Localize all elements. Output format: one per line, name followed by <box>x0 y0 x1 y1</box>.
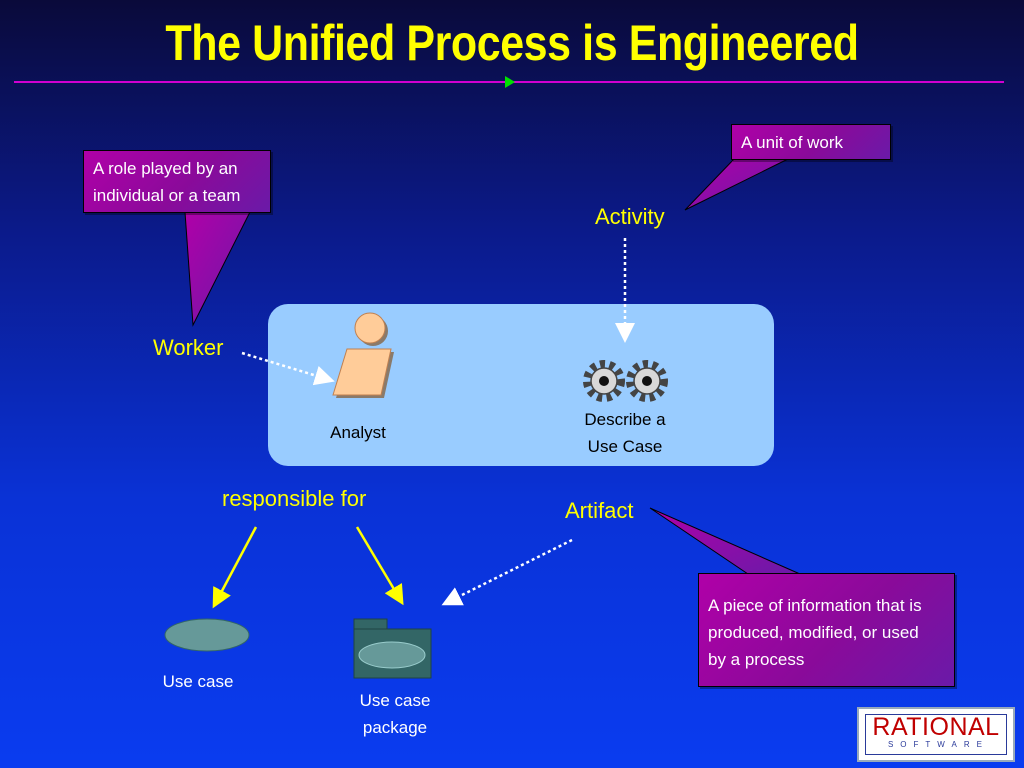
use-case-icon <box>164 618 250 652</box>
use-case-package-icon <box>353 618 432 679</box>
use-case-package-label: Use case package <box>335 687 455 741</box>
artifact-to-package-arrow <box>441 538 573 606</box>
artifact-definition-callout: A piece of information that is produced,… <box>698 573 955 687</box>
responsible-to-package-arrow <box>355 526 404 606</box>
responsible-to-usecase-arrow <box>212 526 258 609</box>
unit-callout-pointer <box>684 157 791 211</box>
worker-icon <box>332 312 394 398</box>
describe-use-case-label: Describe a Use Case <box>570 406 680 460</box>
rational-software-logo: RATIONAL SOFTWARE <box>857 707 1015 762</box>
callout-text: A piece of information that is <box>708 596 922 615</box>
activity-definition-callout: A unit of work <box>731 124 891 160</box>
artifact-label: Artifact <box>565 498 634 523</box>
worker-to-analyst-arrow <box>241 351 335 386</box>
role-callout-pointer <box>184 211 251 327</box>
describe-line: Describe a <box>584 410 666 429</box>
slide-title: The Unified Process is Engineered <box>165 15 859 71</box>
responsible-for-label: responsible for <box>222 486 367 511</box>
package-line: package <box>362 718 428 737</box>
worker-label: Worker <box>153 335 224 360</box>
artifact-callout-pointer <box>649 507 801 575</box>
gears-icon <box>583 360 625 402</box>
callout-text: A role played by an <box>93 159 238 178</box>
logo-subtitle: SOFTWARE <box>887 740 990 749</box>
analyst-label: Analyst <box>330 423 386 442</box>
callout-text: by a process <box>708 650 805 669</box>
activity-label: Activity <box>595 204 665 229</box>
logo-frame <box>865 714 1007 755</box>
describe-line: Use Case <box>587 437 663 456</box>
worker-definition-callout: A role played by an individual or a team <box>83 150 271 213</box>
title-arrow-marker <box>505 76 515 88</box>
use-case-label: Use case <box>162 672 234 691</box>
callout-text: A unit of work <box>741 133 844 152</box>
callout-text: produced, modified, or used <box>708 623 919 642</box>
logo-wordmark: RATIONAL <box>872 713 1000 741</box>
package-line: Use case <box>359 691 431 710</box>
callout-text: individual or a team <box>93 186 241 205</box>
